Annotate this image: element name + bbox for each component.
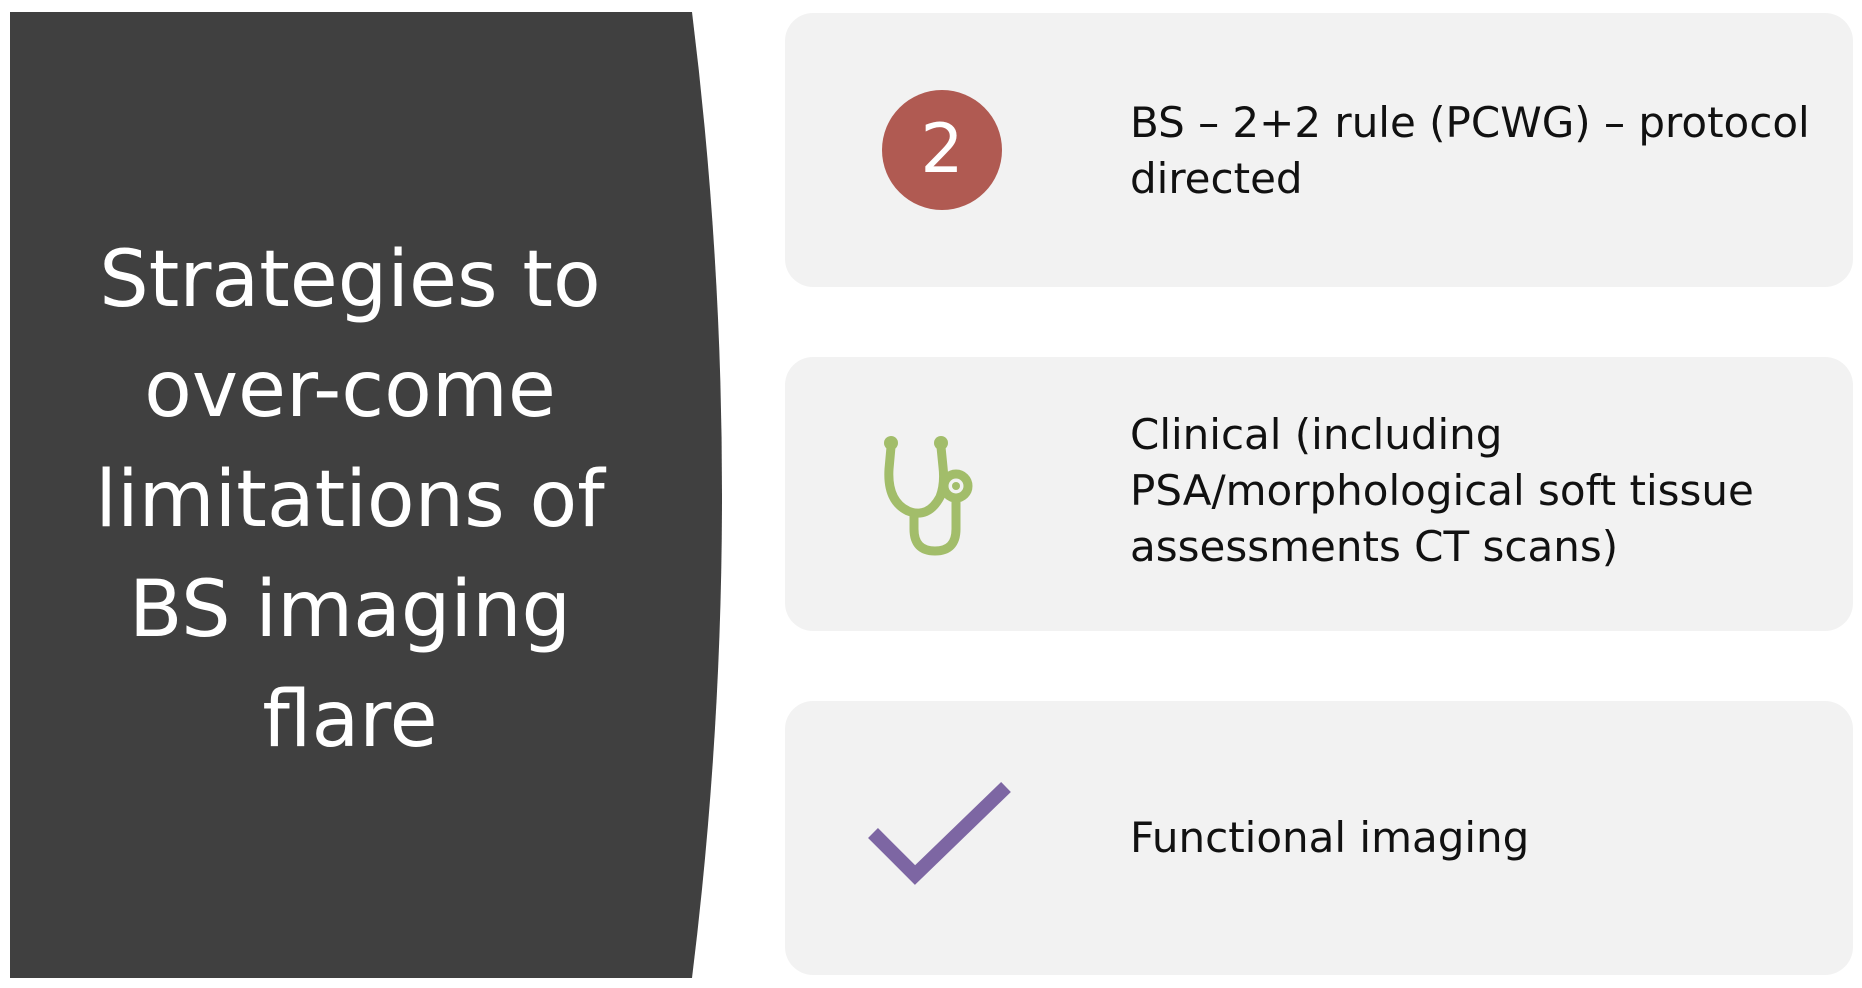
title-panel-shape: [10, 12, 722, 978]
checkmark-icon: [868, 781, 1011, 885]
number-2-badge: 2: [882, 90, 1002, 210]
strategy-text-clinical: Clinical (including PSA/morphological so…: [1130, 410, 1754, 571]
strategy-card-bs-rule: 2 BS – 2+2 rule (PCWG) – protocol direct…: [785, 13, 1853, 287]
stethoscope-icon: [884, 436, 973, 556]
strategy-text-functional-imaging: Functional imaging: [1130, 813, 1530, 862]
strategy-text-bs-rule: BS – 2+2 rule (PCWG) – protocol directed: [1130, 98, 1810, 203]
strategy-card-functional-imaging: Functional imaging: [785, 701, 1853, 975]
strategy-card-clinical: Clinical (including PSA/morphological so…: [785, 357, 1853, 631]
slide-title: Strategies to over-come limitations of B…: [95, 235, 605, 765]
title-panel: Strategies to over-come limitations of B…: [0, 0, 740, 988]
